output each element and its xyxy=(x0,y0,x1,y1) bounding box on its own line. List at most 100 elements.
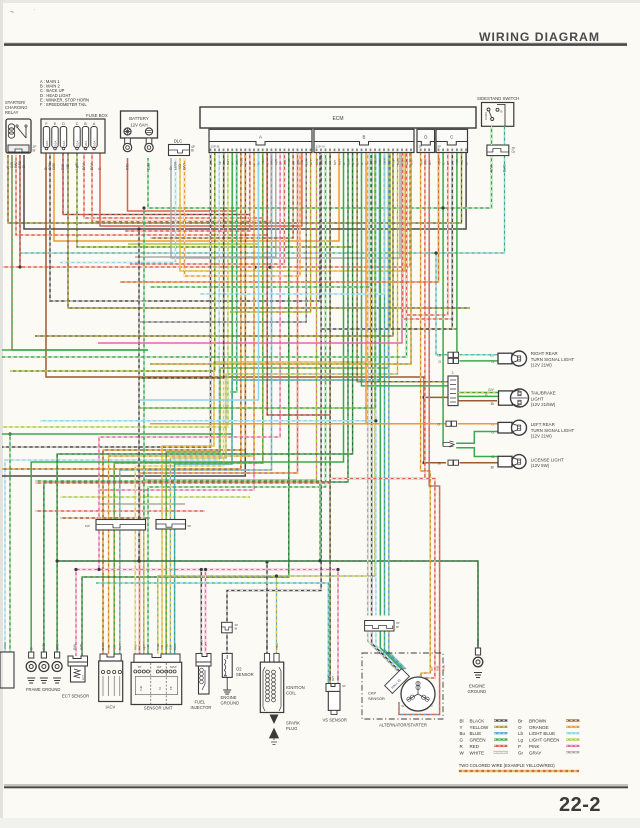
svg-text:G/W: G/W xyxy=(369,159,373,165)
svg-text:TURN SIGNAL LIGHT: TURN SIGNAL LIGHT xyxy=(531,357,575,362)
svg-text:10A: 10A xyxy=(53,141,57,146)
svg-text:Gr: Gr xyxy=(512,150,516,154)
svg-text:Y/Bl: Y/Bl xyxy=(66,164,70,170)
svg-text:D: D xyxy=(62,122,65,126)
svg-text:G: G xyxy=(441,162,445,165)
svg-text:G/Bl: G/Bl xyxy=(80,644,84,650)
svg-text:A: A xyxy=(259,135,262,140)
svg-text:R/W: R/W xyxy=(90,163,94,170)
svg-text:B: B xyxy=(363,135,366,140)
svg-text:21P Gr: 21P Gr xyxy=(316,145,325,149)
svg-text:Bl/G: Bl/G xyxy=(476,638,480,645)
svg-text:Lb: Lb xyxy=(437,354,441,358)
svg-text:Br: Br xyxy=(518,719,523,724)
svg-text:C: C xyxy=(76,122,79,126)
svg-text:Bu/G: Bu/G xyxy=(327,673,331,681)
svg-text:.: . xyxy=(34,6,35,12)
svg-text:O: O xyxy=(437,423,440,427)
svg-text:E : WINKER, STOP HORN: E : WINKER, STOP HORN xyxy=(40,97,89,102)
svg-text:GRAY: GRAY xyxy=(529,750,541,755)
svg-text:V: V xyxy=(431,704,433,708)
svg-text:LIGHT: LIGHT xyxy=(531,397,544,402)
svg-text:Y/Bu: Y/Bu xyxy=(373,158,377,165)
svg-text:R/Bl: R/Bl xyxy=(436,665,440,671)
svg-text:10A: 10A xyxy=(45,141,49,146)
svg-text:LIGHT BLUE: LIGHT BLUE xyxy=(529,731,555,736)
svg-text:G/R: G/R xyxy=(10,161,14,168)
svg-text:Gr: Gr xyxy=(518,750,524,755)
svg-text:D: D xyxy=(424,135,427,140)
svg-text:G/W: G/W xyxy=(146,644,150,650)
svg-text:SENSOR UNIT: SENSOR UNIT xyxy=(144,706,173,711)
svg-text:G: G xyxy=(351,162,355,165)
svg-text:B : MAIN 2: B : MAIN 2 xyxy=(40,84,61,89)
svg-text:FRAME GROUND: FRAME GROUND xyxy=(26,687,60,692)
svg-text:U: U xyxy=(420,674,422,678)
svg-text:B/Y: B/Y xyxy=(451,160,455,165)
svg-text:Bl/W: Bl/W xyxy=(270,158,274,165)
svg-text:Bu/G: Bu/G xyxy=(173,643,177,650)
svg-text:SPARK: SPARK xyxy=(286,721,300,726)
svg-text:ORANGE: ORANGE xyxy=(529,725,549,730)
svg-text:Br: Br xyxy=(44,166,48,170)
svg-text:R/Bu: R/Bu xyxy=(442,664,446,671)
svg-text:Y/W: Y/W xyxy=(134,644,138,650)
svg-text:Br: Br xyxy=(191,149,195,153)
svg-text:R/Y: R/Y xyxy=(428,160,432,165)
svg-text:G/Y: G/Y xyxy=(309,160,313,165)
svg-text:Y/Bl: Y/Bl xyxy=(455,159,459,165)
svg-text:WHITE: WHITE xyxy=(470,750,485,755)
svg-text:R: R xyxy=(460,744,464,749)
svg-text:Bu/G: Bu/G xyxy=(503,164,507,172)
svg-text:Y/Bu: Y/Bu xyxy=(156,643,160,650)
svg-text:R: R xyxy=(98,167,102,170)
svg-text:TP: TP xyxy=(138,665,142,669)
svg-text:YELLOW: YELLOW xyxy=(470,725,490,730)
svg-text:O2: O2 xyxy=(236,667,242,672)
svg-text:W/Lb: W/Lb xyxy=(3,642,7,649)
svg-text:DLC: DLC xyxy=(174,139,183,144)
svg-text:RIGHT REAR: RIGHT REAR xyxy=(531,351,558,356)
svg-text:B: B xyxy=(84,122,87,126)
svg-text:O: O xyxy=(518,725,522,730)
svg-text:(12V 21W): (12V 21W) xyxy=(531,363,553,368)
svg-text:O/Bl: O/Bl xyxy=(101,644,105,650)
svg-text:G/O: G/O xyxy=(387,159,391,165)
svg-text:20A: 20A xyxy=(84,141,88,146)
svg-text:G: G xyxy=(265,162,269,165)
svg-text:Gr: Gr xyxy=(257,162,261,165)
svg-text:G: G xyxy=(491,431,494,435)
svg-text:G: G xyxy=(491,455,494,459)
svg-text:O: O xyxy=(364,162,368,165)
svg-text:10A: 10A xyxy=(92,141,96,146)
svg-text:Bl/Y: Bl/Y xyxy=(331,675,335,681)
svg-text:BLUE: BLUE xyxy=(470,731,482,736)
svg-text:G/Bu: G/Bu xyxy=(222,158,226,165)
svg-text:TWO COLORED WIRE (EXAMPLE YELL: TWO COLORED WIRE (EXAMPLE YELLOW/RED) xyxy=(459,763,556,768)
svg-text:SENSOR: SENSOR xyxy=(236,672,254,677)
svg-text:STARTER/: STARTER/ xyxy=(5,100,26,105)
svg-text:(12V 5W): (12V 5W) xyxy=(531,463,550,468)
svg-text:Bl/Y: Bl/Y xyxy=(333,159,337,165)
svg-text:Lb/W: Lb/W xyxy=(174,161,178,170)
svg-text:BROWN: BROWN xyxy=(529,719,546,724)
svg-text:G/O: G/O xyxy=(112,644,116,650)
svg-text:FUSE BOX: FUSE BOX xyxy=(86,113,108,118)
svg-text:THR: THR xyxy=(139,686,143,691)
svg-text:Lg/Bl: Lg/Bl xyxy=(75,162,79,170)
svg-text:O/Bl: O/Bl xyxy=(52,163,56,170)
svg-text:Br: Br xyxy=(278,162,282,165)
svg-text:CHARGING: CHARGING xyxy=(5,105,28,110)
svg-text:3P: 3P xyxy=(342,684,346,688)
svg-text:P/W: P/W xyxy=(73,644,77,650)
svg-text:O/G: O/G xyxy=(409,159,413,165)
svg-text:Lg/W: Lg/W xyxy=(437,158,441,165)
svg-text:G/Y: G/Y xyxy=(488,388,495,392)
svg-text:Lb: Lb xyxy=(518,731,524,736)
svg-text:GREEN: GREEN xyxy=(470,738,486,743)
svg-text:R/Bl: R/Bl xyxy=(18,161,22,168)
svg-text:G: G xyxy=(491,360,494,364)
svg-text:O: O xyxy=(491,423,494,427)
svg-text:C: C xyxy=(450,135,453,140)
svg-text:G/O: G/O xyxy=(169,644,173,650)
